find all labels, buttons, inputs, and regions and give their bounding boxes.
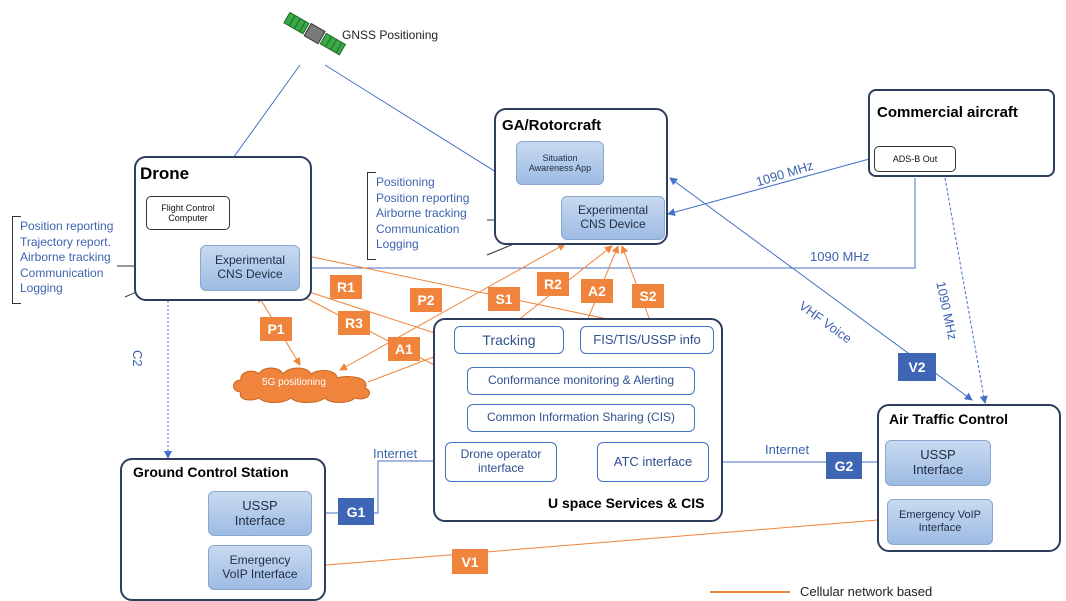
atc-interface: ATC interface: [597, 442, 709, 482]
tag-v2: V2: [898, 353, 936, 381]
ga-functions-bracket: [367, 172, 376, 260]
tag-r3: R3: [338, 311, 370, 335]
tag-g1: G1: [338, 498, 374, 525]
atc-ussp-interface: USSP Interface: [885, 440, 991, 486]
cloud-5g-label: 5G positioning: [262, 377, 326, 388]
ga-function-item: Position reporting: [376, 190, 470, 205]
legend-cellular-label: Cellular network based: [800, 584, 933, 599]
drone-function-item: Airborne tracking: [20, 250, 111, 264]
ga-title: GA/Rotorcraft: [502, 117, 602, 134]
s1-line: [302, 252, 651, 329]
tag-r2: R2: [537, 272, 569, 296]
situation-awareness-app: Situation Awareness App: [516, 141, 604, 185]
tag-g2: G2: [826, 452, 862, 479]
tag-p2: P2: [410, 288, 442, 312]
drone-operator-interface: Drone operator interface: [445, 442, 557, 482]
gcs-ussp-interface: USSP Interface: [208, 491, 312, 536]
common-information-sharing: Common Information Sharing (CIS): [467, 404, 695, 432]
gnss-label: GNSS Positioning: [342, 28, 439, 42]
tag-s2: S2: [632, 284, 664, 308]
drone-function-item: Position reporting: [20, 219, 114, 233]
drone-cns-device: Experimental CNS Device: [200, 245, 300, 291]
drone-functions-bracket: [12, 216, 21, 304]
tag-v1: V1: [452, 549, 488, 574]
commercial-title: Commercial aircraft: [877, 104, 1018, 121]
adsb-to-atc-line: [944, 177, 988, 404]
drone-function-item: Logging: [20, 281, 63, 295]
ga-function-item: Positioning: [376, 175, 435, 189]
mhz-label-mid: 1090 MHz: [810, 249, 870, 264]
ga-function-item: Logging: [376, 237, 419, 251]
drone-functions-list: Position reporting Trajectory report. Ai…: [20, 219, 113, 297]
gcs-emergency-voip: Emergency VoIP Interface: [208, 545, 312, 590]
uspace-title: U space Services & CIS: [548, 495, 705, 511]
drone-title: Drone: [140, 164, 190, 183]
ga-cns-device: Experimental CNS Device: [561, 196, 665, 240]
internet-label-right: Internet: [765, 442, 810, 457]
adsb-to-ga-line: [667, 157, 874, 217]
atc-title: Air Traffic Control: [889, 411, 1009, 427]
ga-function-item: Communication: [376, 221, 460, 236]
satellite-icon: [283, 11, 347, 56]
drone-function-item: Communication: [20, 265, 104, 280]
tag-r1: R1: [330, 275, 362, 299]
c2-label: C2: [130, 350, 145, 367]
ga-functions-list: Positioning Position reporting Airborne …: [376, 175, 469, 253]
tag-s1: S1: [488, 287, 520, 311]
tag-a2: A2: [581, 279, 613, 303]
ga-function-item: Airborne tracking: [376, 206, 467, 220]
gcs-title: Ground Control Station: [133, 464, 289, 480]
tracking-service: Tracking: [454, 326, 564, 354]
v1-line: [313, 515, 891, 570]
internet-gcs-line: [315, 460, 440, 517]
adsb-out-box: ADS-B Out: [874, 146, 956, 172]
atc-emergency-voip: Emergency VoIP Interface: [887, 499, 993, 545]
tag-p1: P1: [260, 317, 292, 341]
internet-label-left: Internet: [373, 446, 418, 461]
drone-function-item: Trajectory report.: [20, 234, 111, 249]
flight-control-computer: Flight Control Computer: [146, 196, 230, 230]
conformance-monitoring: Conformance monitoring & Alerting: [467, 367, 695, 395]
fis-tis-ussp-info: FIS/TIS/USSP info: [580, 326, 714, 354]
tag-a1: A1: [388, 337, 420, 361]
cloud-5g-icon: [233, 367, 370, 403]
